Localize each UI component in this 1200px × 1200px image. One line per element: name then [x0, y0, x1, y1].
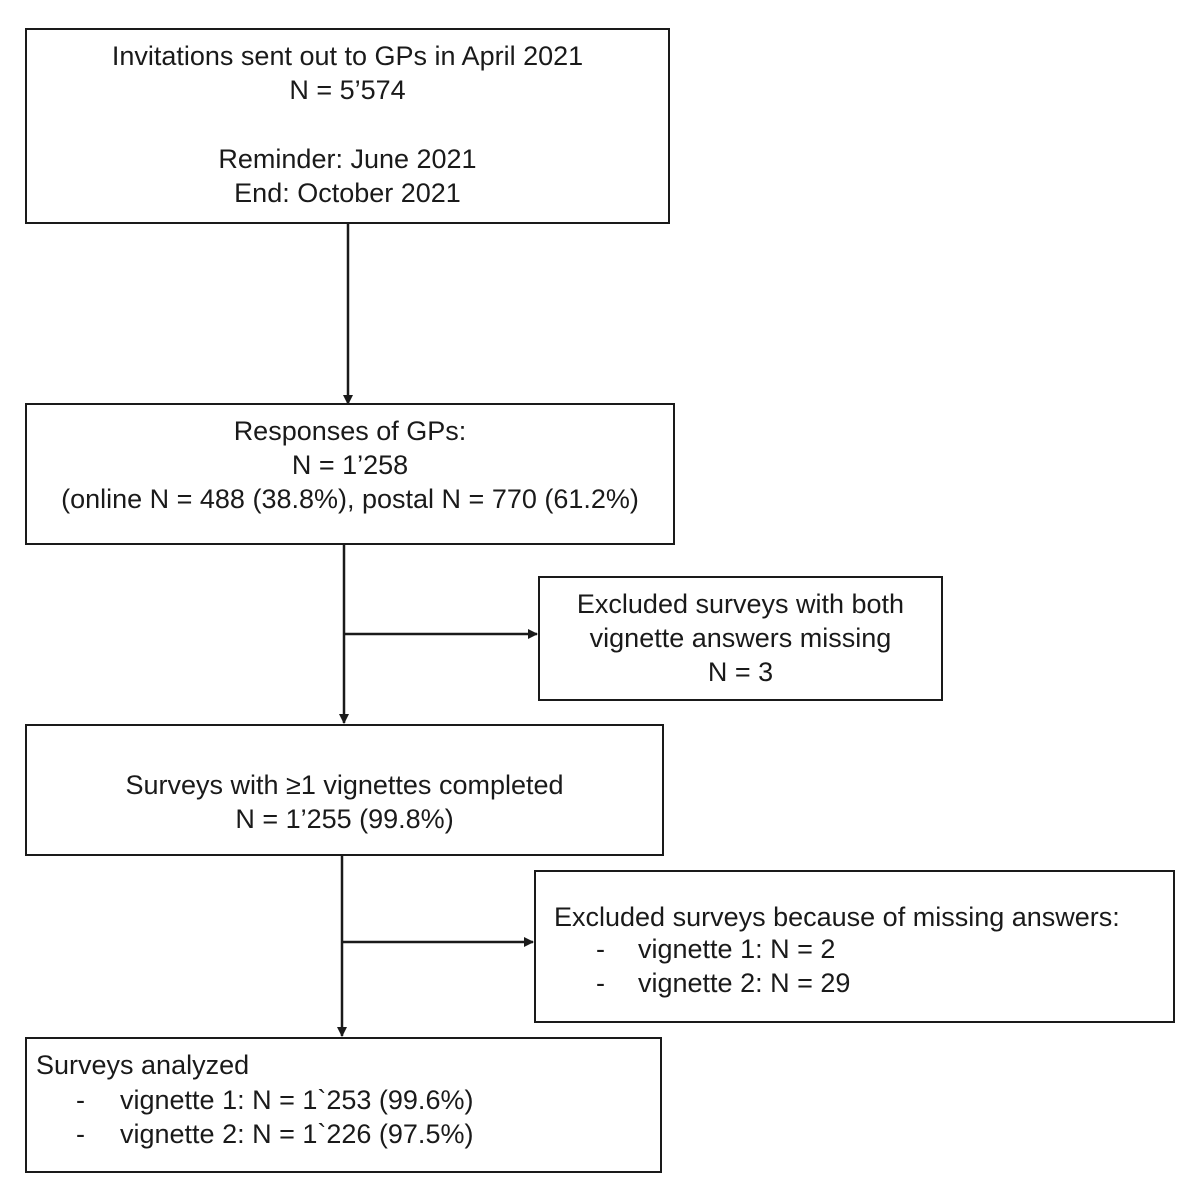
invitations-count: N = 5’574	[289, 75, 406, 105]
analyzed-item-dash: -	[76, 1085, 85, 1115]
invitations-title: Invitations sent out to GPs in April 202…	[111, 41, 584, 71]
analyzed-item-vignette-1: vignette 1: N = 1`253 (99.6%)	[120, 1085, 474, 1115]
end-date: End: October 2021	[234, 178, 461, 208]
analyzed-item-dash: -	[76, 1119, 85, 1149]
completed-surveys-box: Surveys with ≥1 vignettes completed N = …	[25, 724, 664, 856]
responses-breakdown: (online N = 488 (38.8%), postal N = 770 …	[61, 484, 639, 514]
responses-count: N = 1’258	[291, 450, 409, 480]
excluded-both-count: N = 3	[707, 657, 774, 687]
responses-box: Responses of GPs: N = 1’258 (online N = …	[25, 403, 675, 545]
excluded-both-missing-box: Excluded surveys with both vignette answ…	[538, 576, 943, 701]
excluded-item-dash: -	[596, 934, 605, 964]
invitations-box: Invitations sent out to GPs in April 202…	[25, 28, 670, 224]
excluded-both-line-2: vignette answers missing	[589, 623, 892, 653]
excluded-item-dash: -	[596, 968, 605, 998]
analyzed-surveys-box: Surveys analyzed - vignette 1: N = 1`253…	[25, 1037, 662, 1173]
excluded-item-vignette-2: vignette 2: N = 29	[638, 968, 851, 998]
completed-surveys-count: N = 1’255 (99.8%)	[235, 804, 454, 834]
excluded-both-line-1: Excluded surveys with both	[576, 589, 905, 619]
analyzed-item-vignette-2: vignette 2: N = 1`226 (97.5%)	[120, 1119, 474, 1149]
analyzed-title: Surveys analyzed	[36, 1050, 250, 1080]
excluded-missing-answers-box: Excluded surveys because of missing answ…	[534, 870, 1175, 1023]
excluded-missing-title: Excluded surveys because of missing answ…	[554, 902, 1120, 932]
completed-surveys-title: Surveys with ≥1 vignettes completed	[125, 770, 564, 800]
excluded-item-vignette-1: vignette 1: N = 2	[638, 934, 836, 964]
responses-title: Responses of GPs:	[233, 416, 467, 446]
reminder-date: Reminder: June 2021	[218, 144, 477, 174]
